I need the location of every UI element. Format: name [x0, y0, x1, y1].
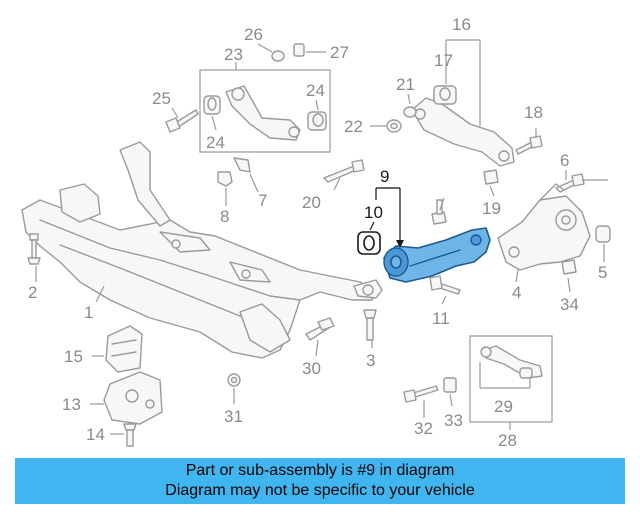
callout-25: 25: [152, 89, 171, 108]
callout-10: 10: [364, 203, 383, 222]
bolt-part-32: [403, 385, 439, 403]
bolt-part-18: [515, 135, 543, 155]
callout-32: 32: [414, 419, 433, 438]
leader-lines: [35, 39, 608, 435]
bolt-part-30: [305, 317, 335, 341]
callout-3: 3: [366, 351, 375, 370]
callout-15: 15: [64, 347, 83, 366]
callout-30: 30: [302, 359, 321, 378]
bolt-part-20: [323, 159, 365, 183]
callout-8: 8: [220, 207, 229, 226]
callout-29: 29: [494, 397, 513, 416]
notice-line-2: Diagram may not be specific to your vehi…: [165, 482, 475, 499]
callout-18: 18: [524, 103, 543, 122]
washer-part-26: [271, 50, 285, 62]
callout-20: 20: [302, 193, 321, 212]
link-part-16: [411, 97, 515, 167]
parts-diagram: 1 2 3 4 5 6 7 8 9 10 11 13 14 15 16 17 1…: [21, 15, 611, 450]
control-arm-part-9-highlighted[interactable]: [383, 227, 491, 283]
bushing-part-24a: [203, 95, 221, 115]
link-part-23: [225, 85, 301, 141]
nut-part-27: [293, 43, 305, 57]
nut-part-21: [403, 106, 417, 118]
link-part-29: [480, 345, 543, 379]
nut-part-31: [227, 373, 241, 387]
callout-1: 1: [84, 303, 93, 322]
callout-24-left: 24: [206, 133, 225, 152]
callout-16: 16: [452, 15, 471, 34]
callout-27: 27: [330, 43, 349, 62]
bolt-part-11: [429, 275, 461, 295]
callout-11: 11: [432, 309, 450, 328]
bolt-part-25: [165, 109, 199, 133]
nut-part-34: [561, 259, 577, 275]
part-notice-banner: Part or sub-assembly is #9 in diagram Di…: [15, 458, 625, 504]
bracket-part-7: [233, 157, 251, 173]
callout-2: 2: [28, 283, 37, 302]
bolt-part-2: [27, 233, 41, 265]
notice-line-1: Part or sub-assembly is #9 in diagram: [185, 462, 455, 479]
bolt-part-14: [123, 423, 137, 447]
callout-5: 5: [598, 263, 607, 282]
callout-6: 6: [560, 151, 569, 170]
mount-part-13: [103, 371, 163, 425]
callout-17: 17: [434, 51, 453, 70]
box-part-23: [199, 69, 331, 153]
bushing-part-5: [595, 225, 611, 243]
mount-part-15: [105, 325, 143, 373]
callout-13: 13: [62, 395, 81, 414]
knuckle-part-4: [497, 183, 591, 271]
bolt-part-6: [555, 173, 585, 193]
callout-22: 22: [344, 117, 363, 136]
callout-numbers: 1 2 3 4 5 6 7 8 9 10 11 13 14 15 16 17 1…: [28, 15, 607, 450]
rear-subframe: [21, 141, 383, 359]
nut-part-8: [217, 171, 233, 187]
bushing-part-10: [357, 231, 381, 255]
callout-4: 4: [512, 283, 521, 302]
nut-part-19: [483, 169, 499, 185]
washer-part-22: [386, 119, 402, 133]
callout-7: 7: [258, 191, 267, 210]
callout-34: 34: [560, 295, 579, 314]
bushing-part-17: [433, 85, 457, 105]
callout-31: 31: [224, 407, 243, 426]
callout-28: 28: [498, 431, 517, 450]
plate-part-33: [443, 377, 457, 393]
callout-23: 23: [224, 45, 243, 64]
bolt-part-3: [363, 309, 377, 341]
callout-21: 21: [396, 75, 415, 94]
bolt-part-12-upper: [431, 199, 447, 225]
callout-19: 19: [482, 199, 501, 218]
callout-33: 33: [444, 411, 463, 430]
callout-9: 9: [380, 167, 389, 186]
bushing-part-24b: [307, 111, 327, 131]
callout-24-right: 24: [306, 81, 325, 100]
callout-14: 14: [86, 425, 105, 444]
box-part-28: [469, 335, 553, 423]
callout-26: 26: [244, 25, 263, 44]
